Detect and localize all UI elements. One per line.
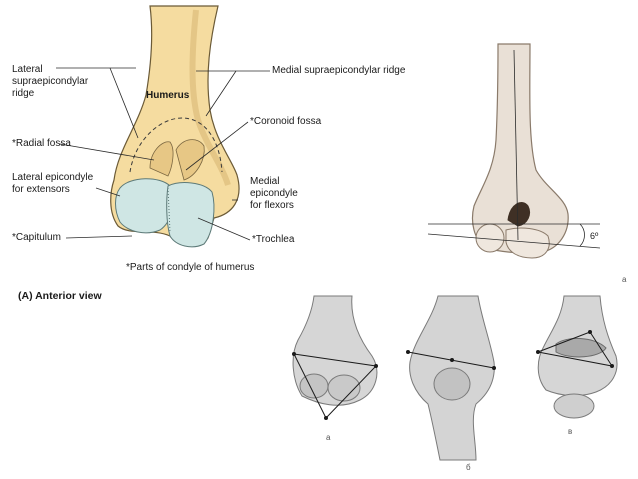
leader-lines bbox=[56, 67, 270, 241]
axis-line bbox=[513, 49, 519, 241]
coronoid-fossa-shape bbox=[175, 139, 205, 181]
figure-b-label: б bbox=[466, 463, 471, 472]
angle-arc bbox=[579, 223, 585, 247]
coronoid-fossa-label: *Coronoid fossa bbox=[250, 116, 322, 127]
trochlea-beige bbox=[505, 227, 550, 259]
figure-a-label: a bbox=[326, 433, 331, 442]
gray-figure-b bbox=[406, 295, 496, 461]
anterior-view-caption: (A) Anterior view bbox=[18, 290, 102, 302]
figure-c-label: в bbox=[568, 427, 573, 436]
medial-epicondyle-label: Medial epicondyle for flexors bbox=[250, 176, 298, 211]
condyle-dots bbox=[167, 187, 171, 233]
gray-figure-c bbox=[536, 295, 618, 419]
reference-line-angled bbox=[427, 233, 601, 249]
angle-label: 6º bbox=[590, 231, 599, 241]
trochlea-label: *Trochlea bbox=[252, 234, 295, 245]
radial-fossa-label: *Radial fossa bbox=[12, 138, 71, 149]
radial-fossa-shape bbox=[149, 141, 174, 177]
lateral-epicondyle-label: Lateral epicondyle for extensors bbox=[12, 172, 94, 195]
trochlea-cartilage bbox=[166, 182, 215, 248]
capitulum-label: *Capitulum bbox=[12, 232, 61, 243]
humerus-shading bbox=[189, 9, 231, 186]
condyle-footnote: *Parts of condyle of humerus bbox=[126, 262, 255, 273]
humerus-label: Humerus bbox=[146, 90, 190, 101]
gray-figure-a bbox=[292, 295, 378, 420]
medial-supraepicondylar-ridge-label: Medial supraepicondylar ridge bbox=[272, 65, 406, 76]
panel-b-marker: a bbox=[622, 275, 627, 284]
lateral-supraepicondylar-ridge-label: Lateral supraepicondylar ridge bbox=[12, 64, 89, 99]
capitulum-cartilage bbox=[115, 178, 174, 234]
